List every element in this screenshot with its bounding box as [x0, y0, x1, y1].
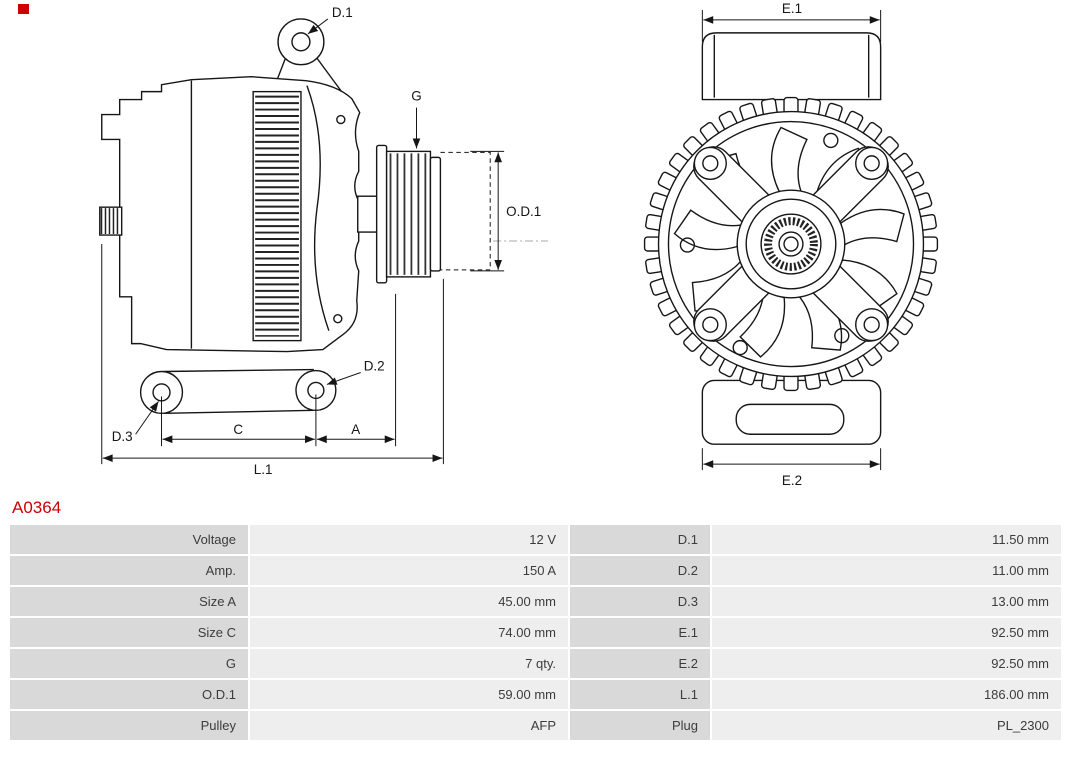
spec-value: PL_2300 [712, 711, 1061, 740]
spec-label: Plug [570, 711, 710, 740]
spec-label: D.3 [570, 587, 710, 616]
dim-label-g: G [411, 89, 421, 104]
spec-value: 92.50 mm [712, 649, 1061, 678]
dim-g: G [411, 89, 422, 149]
housing-holes [679, 132, 850, 356]
spec-label: Voltage [10, 525, 248, 554]
dim-a: A [316, 293, 397, 447]
spec-row: G 7 qty. E.2 92.50 mm [10, 649, 1061, 678]
dim-d3: D.3 [112, 401, 159, 444]
dim-l1: L.1 [101, 244, 444, 477]
spec-value: 11.00 mm [712, 556, 1061, 585]
spec-value: 13.00 mm [712, 587, 1061, 616]
dim-label-od1: O.D.1 [506, 204, 541, 219]
dim-label-d3: D.3 [112, 429, 133, 444]
spec-row: Voltage 12 V D.1 11.50 mm [10, 525, 1061, 554]
spec-value: 186.00 mm [712, 680, 1061, 709]
alternator-side-view: D.1 G O.D.1 D.2 D.3 [99, 5, 548, 477]
spec-label: Size A [10, 587, 248, 616]
spec-value: 11.50 mm [712, 525, 1061, 554]
spec-label: E.1 [570, 618, 710, 647]
spec-label: Size C [10, 618, 248, 647]
spec-label: D.2 [570, 556, 710, 585]
dim-label-c: C [233, 422, 243, 437]
spec-label: G [10, 649, 248, 678]
spec-value: 12 V [250, 525, 568, 554]
dim-label-d2: D.2 [364, 359, 385, 374]
dim-e1: E.1 [701, 1, 882, 42]
spec-value: 92.50 mm [712, 618, 1061, 647]
dim-label-e2: E.2 [782, 473, 802, 488]
spec-row: Pulley AFP Plug PL_2300 [10, 711, 1061, 740]
spec-label: Pulley [10, 711, 248, 740]
dim-c: C [161, 394, 317, 447]
alternator-body [99, 75, 361, 353]
spec-value: 150 A [250, 556, 568, 585]
spec-section: A0364 Voltage 12 V D.1 11.50 mm Amp. 150… [0, 496, 1080, 742]
dim-label-d1: D.1 [332, 5, 353, 20]
spec-value: 7 qty. [250, 649, 568, 678]
spec-row: Amp. 150 A D.2 11.00 mm [10, 556, 1061, 585]
alternator-front-view: E.1 E.2 [643, 1, 939, 488]
spec-label: Amp. [10, 556, 248, 585]
spec-row: Size C 74.00 mm E.1 92.50 mm [10, 618, 1061, 647]
spec-label: L.1 [570, 680, 710, 709]
mounting-bracket-top [701, 32, 882, 101]
spec-value: 45.00 mm [250, 587, 568, 616]
brand-marker-icon [18, 4, 29, 14]
mounting-lugs [139, 368, 337, 415]
spec-row: O.D.1 59.00 mm L.1 186.00 mm [10, 680, 1061, 709]
technical-drawing: D.1 G O.D.1 D.2 D.3 [99, 1, 939, 488]
part-number: A0364 [12, 498, 62, 517]
spec-label: E.2 [570, 649, 710, 678]
spec-value: 74.00 mm [250, 618, 568, 647]
pulley [357, 144, 548, 284]
dim-od1: O.D.1 [470, 150, 541, 272]
dim-label-a: A [351, 422, 360, 437]
pulley-hub [736, 189, 846, 299]
spec-value: AFP [250, 711, 568, 740]
spec-row: Size A 45.00 mm D.3 13.00 mm [10, 587, 1061, 616]
spec-table: Voltage 12 V D.1 11.50 mm Amp. 150 A D.2… [8, 523, 1063, 742]
spec-value: 59.00 mm [250, 680, 568, 709]
dim-d2: D.2 [326, 359, 385, 385]
dim-label-l1: L.1 [254, 462, 273, 477]
dim-d1: D.1 [307, 5, 353, 35]
spec-label: O.D.1 [10, 680, 248, 709]
dim-label-e1: E.1 [782, 1, 802, 16]
dim-e2: E.2 [701, 448, 882, 488]
spec-label: D.1 [570, 525, 710, 554]
